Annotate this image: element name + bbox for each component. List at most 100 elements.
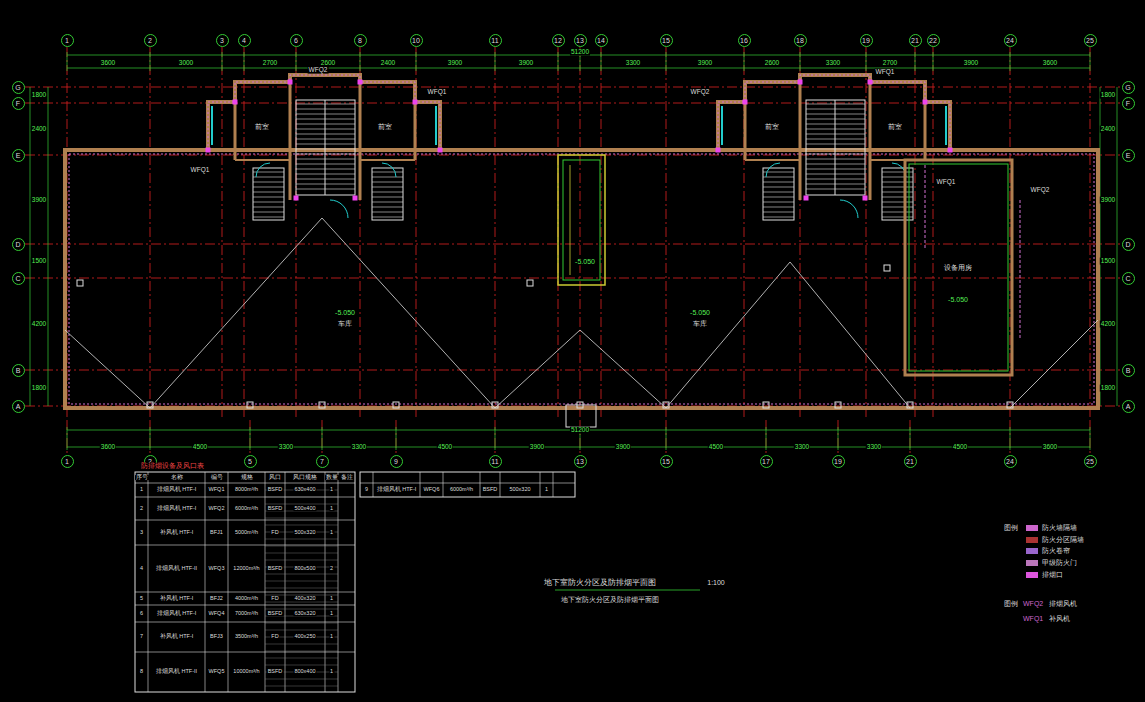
- axis-line: [666, 420, 667, 454]
- table-header: 名称: [170, 475, 184, 481]
- axis-label: 13: [576, 37, 584, 44]
- dimension-text: 3300: [351, 444, 367, 451]
- axis-bubble: 5: [244, 455, 257, 468]
- dimension-text: 1800: [31, 92, 47, 99]
- axis-label: B: [1126, 367, 1131, 374]
- table-subrule: [265, 525, 338, 526]
- stair-step: [763, 177, 794, 178]
- stair-step: [763, 197, 794, 198]
- room-wall: [905, 160, 1012, 375]
- dimension-text: 3900: [31, 197, 47, 204]
- slope-line: [495, 330, 580, 408]
- table-cell: BFJ1: [209, 530, 224, 536]
- table-cell: WFQ6: [423, 487, 441, 493]
- axis-label: C: [15, 275, 20, 282]
- axis-bubble: 7: [316, 455, 329, 468]
- axis-label: 5: [248, 458, 252, 465]
- table-rule: [135, 652, 355, 653]
- table-rule: [420, 472, 421, 497]
- table-cell: 4: [139, 566, 144, 572]
- legend-item: 防火卷帘: [1026, 546, 1070, 556]
- table-cell: 7: [139, 634, 144, 640]
- axis-label: E: [1126, 152, 1131, 159]
- fan-callout: WFQ2: [690, 89, 711, 96]
- dimension-tick: [67, 52, 68, 71]
- partition-wall: [360, 159, 415, 161]
- axis-label: 1: [65, 458, 69, 465]
- axis-label: 12: [554, 37, 562, 44]
- dimension-tick: [666, 427, 667, 450]
- smoke-outlet-mark: [804, 196, 808, 200]
- axis-bubble: 17: [760, 455, 773, 468]
- axis-line: [25, 103, 1121, 104]
- table-header: 规格: [240, 475, 254, 481]
- dimension-line: [48, 87, 49, 406]
- dimension-text: 2700: [262, 60, 278, 67]
- stair-step: [882, 212, 913, 213]
- column: [835, 402, 841, 408]
- axis-bubble: 16: [738, 34, 751, 47]
- dimension-line: [30, 87, 31, 406]
- table-cell: 12000m³/h: [232, 566, 260, 572]
- axis-line: [322, 420, 323, 454]
- dimension-text: 2400: [380, 60, 396, 67]
- table-rule: [373, 472, 374, 497]
- smoke-outlet-mark: [438, 148, 442, 152]
- table-cell: BSFD: [267, 506, 284, 512]
- dimension-text: 3300: [825, 60, 841, 67]
- table-rule: [480, 472, 481, 497]
- smoke-outlet-mark: [798, 80, 802, 84]
- title-underline: [555, 590, 700, 591]
- legend-item: 防火分区隔墙: [1026, 535, 1084, 545]
- axis-line: [495, 420, 496, 454]
- axis-bubble: 10: [410, 34, 423, 47]
- stair-step: [372, 172, 403, 173]
- table-subrule: [265, 518, 338, 519]
- table-cell: 9: [364, 487, 369, 493]
- axis-line: [250, 420, 251, 454]
- axis-bubble: B: [12, 364, 25, 377]
- axis-label: 19: [834, 458, 842, 465]
- legend-text: 排烟口: [1042, 570, 1063, 580]
- table-frame: [360, 472, 575, 497]
- stair-step: [253, 217, 284, 218]
- door-swing: [840, 200, 858, 218]
- axis-line: [396, 420, 397, 454]
- table-cell: 1: [329, 530, 334, 536]
- fan-callout: WFQ1: [875, 69, 896, 76]
- smoke-outlet-mark: [743, 100, 747, 104]
- table-cell: 7000m³/h: [234, 611, 259, 617]
- room-inner: [909, 164, 1008, 371]
- axis-label: 18: [796, 37, 804, 44]
- table-cell: 8: [139, 669, 144, 675]
- axis-line: [25, 278, 1121, 279]
- table-rule: [265, 472, 266, 692]
- table-subrule: [265, 665, 338, 666]
- axis-line: [360, 47, 361, 420]
- ramp-wall: [558, 155, 605, 285]
- dimension-tick: [866, 52, 867, 71]
- table-cell: 630x400: [293, 487, 316, 493]
- column: [247, 402, 253, 408]
- axis-bubble: B: [1122, 364, 1135, 377]
- partition-wall: [799, 82, 802, 200]
- window: [721, 106, 723, 145]
- table-subrule: [265, 602, 338, 603]
- axis-bubble: 2: [144, 34, 157, 47]
- dimension-text: 1500: [1100, 258, 1116, 265]
- axis-bubble: 15: [660, 34, 673, 47]
- table-rule: [135, 483, 355, 484]
- dimension-text: 4500: [192, 444, 208, 451]
- ramp-inner: [563, 160, 600, 280]
- smoke-outlet-mark: [863, 196, 867, 200]
- table-rule: [443, 472, 444, 497]
- axis-bubble: A: [1122, 400, 1135, 413]
- stair-step: [882, 202, 913, 203]
- axis-line: [25, 244, 1121, 245]
- table-subrule: [265, 623, 338, 624]
- table-cell: 2: [329, 566, 334, 572]
- axis-bubble: 9: [390, 455, 403, 468]
- dimension-tick: [1090, 52, 1091, 71]
- room-label: 前室: [377, 123, 393, 130]
- table-cell: 400x320: [293, 596, 316, 602]
